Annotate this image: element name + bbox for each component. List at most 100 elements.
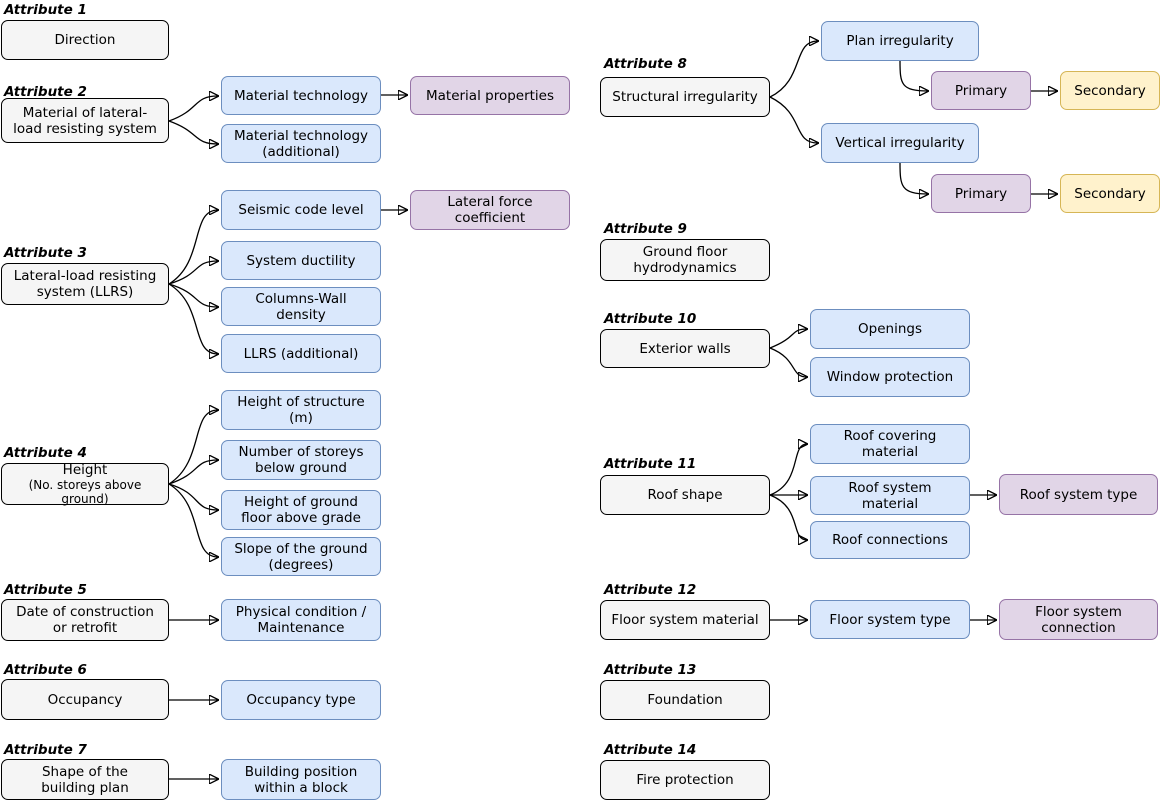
vertical-irregularity-secondary-box: Secondary	[1060, 174, 1160, 213]
occupancy-label: Occupancy	[47, 691, 123, 708]
attribute-1-heading: Attribute 1	[4, 2, 87, 18]
ground-floor-above-grade-box: Height of ground floor above grade	[221, 490, 381, 530]
window-protection-label: Window protection	[826, 369, 954, 385]
plan-irregularity-label: Plan irregularity	[846, 33, 954, 49]
material-properties-box: Material properties	[410, 76, 570, 115]
foundation-box: Foundation	[600, 680, 770, 720]
physical-condition-box: Physical condition / Maintenance	[221, 599, 381, 641]
height-label: Height	[62, 462, 108, 478]
lateral-force-coefficient-label: Lateral force coefficient	[447, 194, 533, 226]
floor-system-type-label: Floor system type	[829, 611, 951, 628]
arrow-llrs-to-system-ductility	[168, 261, 218, 285]
ground-floor-hydrodynamics-label: Ground floor hydrodynamics	[633, 244, 737, 276]
arrow-roof-shape-to-roof-connections	[769, 494, 807, 540]
vertical-irregularity-secondary-label: Secondary	[1074, 185, 1146, 202]
attribute-6-heading: Attribute 6	[4, 662, 87, 678]
roof-system-material-box: Roof system material	[810, 476, 970, 515]
date-of-construction-label: Date of construction or retrofit	[16, 604, 154, 636]
lateral-force-coefficient-box: Lateral force coefficient	[410, 190, 570, 230]
direction-label: Direction	[54, 32, 116, 48]
attribute-11-heading: Attribute 11	[604, 456, 697, 472]
seismic-code-level-label: Seismic code level	[238, 202, 364, 218]
arrow-structural-to-plan-irregularity	[769, 41, 818, 98]
plan-irregularity-secondary-label: Secondary	[1074, 82, 1146, 99]
floor-system-material-box: Floor system material	[600, 600, 770, 640]
arrow-material-to-material-technology-additional	[168, 120, 218, 144]
occupancy-box: Occupancy	[1, 679, 169, 720]
vertical-irregularity-primary-box: Primary	[931, 174, 1031, 213]
storeys-below-ground-box: Number of storeys below ground	[221, 440, 381, 480]
material-technology-box: Material technology	[221, 76, 381, 115]
floor-system-connection-box: Floor system connection	[999, 599, 1158, 640]
occupancy-type-box: Occupancy type	[221, 680, 381, 720]
attribute-8-heading: Attribute 8	[604, 56, 687, 72]
attribute-9-heading: Attribute 9	[604, 221, 687, 237]
attribute-12-heading: Attribute 12	[604, 582, 697, 598]
attribute-7-heading: Attribute 7	[4, 742, 87, 758]
window-protection-box: Window protection	[810, 357, 970, 397]
llrs-additional-box: LLRS (additional)	[221, 334, 381, 373]
columns-wall-density-label: Columns-Wall density	[255, 290, 347, 323]
arrow-plan-irregularity-to-primary	[899, 60, 928, 91]
attribute-3-heading: Attribute 3	[4, 245, 87, 261]
arrow-exterior-walls-to-window-protection	[769, 347, 807, 377]
arrow-exterior-walls-to-openings	[769, 329, 807, 349]
seismic-code-level-box: Seismic code level	[221, 190, 381, 230]
openings-box: Openings	[810, 309, 970, 349]
floor-system-material-label: Floor system material	[611, 612, 759, 628]
vertical-irregularity-box: Vertical irregularity	[821, 123, 979, 163]
height-box: Height (No. storeys above ground)	[1, 462, 169, 506]
exterior-walls-label: Exterior walls	[639, 340, 731, 357]
shape-of-building-plan-box: Shape of the building plan	[1, 759, 169, 800]
arrow-material-to-material-technology	[168, 96, 218, 122]
structural-irregularity-box: Structural irregularity	[600, 77, 770, 117]
llrs-box: Lateral-load resisting system (LLRS)	[1, 263, 169, 305]
roof-system-material-label: Roof system material	[848, 479, 932, 512]
roof-shape-box: Roof shape	[600, 475, 770, 515]
arrow-llrs-to-llrs-additional	[168, 283, 218, 354]
arrow-height-to-storeys-below-ground	[168, 460, 218, 485]
arrow-llrs-to-seismic-code-level	[168, 210, 218, 285]
height-sublabel: (No. storeys above ground)	[28, 478, 142, 506]
structural-irregularity-label: Structural irregularity	[612, 89, 758, 105]
plan-irregularity-secondary-box: Secondary	[1060, 71, 1160, 110]
attribute-10-heading: Attribute 10	[604, 311, 697, 327]
storeys-below-ground-label: Number of storeys below ground	[238, 444, 364, 476]
attribute-4-heading: Attribute 4	[4, 445, 87, 461]
building-position-label: Building position within a block	[244, 763, 358, 796]
plan-irregularity-primary-label: Primary	[954, 82, 1008, 99]
openings-label: Openings	[858, 321, 922, 337]
slope-of-ground-box: Slope of the ground (degrees)	[221, 537, 381, 576]
roof-covering-material-box: Roof covering material	[810, 424, 970, 464]
material-technology-additional-box: Material technology (additional)	[221, 124, 381, 163]
fire-protection-box: Fire protection	[600, 760, 770, 800]
plan-irregularity-box: Plan irregularity	[821, 21, 979, 61]
roof-system-type-label: Roof system type	[1019, 486, 1138, 503]
llrs-label: Lateral-load resisting system (LLRS)	[13, 268, 157, 300]
attribute-14-heading: Attribute 14	[604, 742, 697, 758]
ground-floor-above-grade-label: Height of ground floor above grade	[241, 494, 361, 526]
ground-floor-hydrodynamics-box: Ground floor hydrodynamics	[600, 239, 770, 281]
roof-connections-label: Roof connections	[832, 532, 948, 548]
vertical-irregularity-label: Vertical irregularity	[835, 135, 965, 151]
slope-of-ground-label: Slope of the ground (degrees)	[234, 540, 368, 573]
llrs-additional-label: LLRS (additional)	[243, 345, 359, 362]
system-ductility-label: System ductility	[246, 252, 356, 269]
occupancy-type-label: Occupancy type	[246, 692, 356, 708]
attribute-2-heading: Attribute 2	[4, 84, 87, 100]
floor-system-connection-label: Floor system connection	[1035, 603, 1122, 636]
foundation-label: Foundation	[647, 692, 723, 708]
direction-box: Direction	[1, 20, 169, 60]
plan-irregularity-primary-box: Primary	[931, 71, 1031, 110]
arrow-height-to-slope-of-ground	[168, 483, 218, 557]
date-of-construction-box: Date of construction or retrofit	[1, 599, 169, 641]
material-technology-additional-label: Material technology (additional)	[233, 127, 369, 160]
system-ductility-box: System ductility	[221, 241, 381, 280]
columns-wall-density-box: Columns-Wall density	[221, 287, 381, 326]
fire-protection-label: Fire protection	[636, 772, 734, 788]
height-of-structure-box: Height of structure (m)	[221, 390, 381, 430]
physical-condition-label: Physical condition / Maintenance	[235, 604, 367, 636]
roof-system-type-box: Roof system type	[999, 474, 1158, 515]
material-of-llrs-label: Material of lateral- load resisting syst…	[13, 104, 157, 137]
